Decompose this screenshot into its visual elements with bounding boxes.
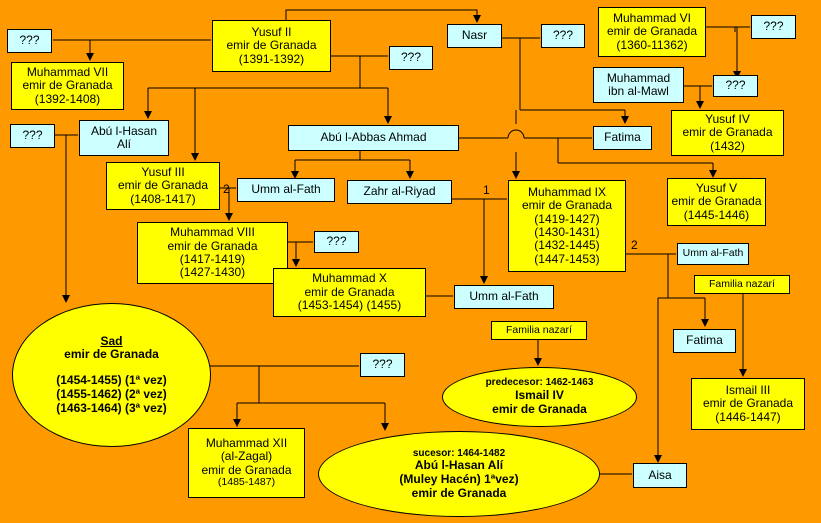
marriage-number-2a: 2 [223,182,230,196]
abu-hasan-ali-ellipse: sucesor: 1464-1482 Abú l-Hasan Alí (Mule… [318,431,600,517]
unknown-spouse-yusuf2-left: ??? [7,29,52,53]
nasr-box: Nasr [447,24,502,48]
unknown-spouse-muhammad6: ??? [751,15,796,39]
familia-nazari-box-1: Familia nazarí [694,275,790,294]
unknown-spouse-muhammad8: ??? [314,231,359,253]
unknown-spouse-ibn-al-mawl: ??? [713,75,758,97]
umm-al-fath-box-1: Umm al-Fath [237,178,335,202]
aisa-box: Aisa [633,463,687,488]
zahr-al-riyad-box: Zahr al-Riyad [347,180,452,204]
ismail4-ellipse: predecesor: 1462-1463 Ismail IV emir de … [442,367,637,427]
umm-al-fath-box-3: Umm al-Fath [677,243,749,265]
abu-abbas-ahmad-box: Abú l-Abbas Ahmad [288,125,459,151]
fatima-top-box: Fatima [593,126,652,150]
familia-nazari-box-2: Familia nazarí [491,321,587,340]
unknown-spouse-sad: ??? [360,353,405,377]
umm-al-fath-box-2: Umm al-Fath [454,285,554,309]
marriage-number-1: 1 [483,183,490,197]
unknown-spouse-nasr: ??? [541,24,585,48]
fatima-bottom-box: Fatima [673,329,736,353]
muhammad12-box: Muhammad XII(al-Zagal)emir de Granada(14… [188,428,305,498]
unknown-spouse-yusuf2: ??? [389,46,433,70]
unknown-spouse-abu-hasan-ali: ??? [10,124,55,148]
sad-ellipse: Sad emir de Granada (1454-1455) (1ª vez)… [12,303,211,447]
marriage-number-2b: 2 [631,238,638,252]
